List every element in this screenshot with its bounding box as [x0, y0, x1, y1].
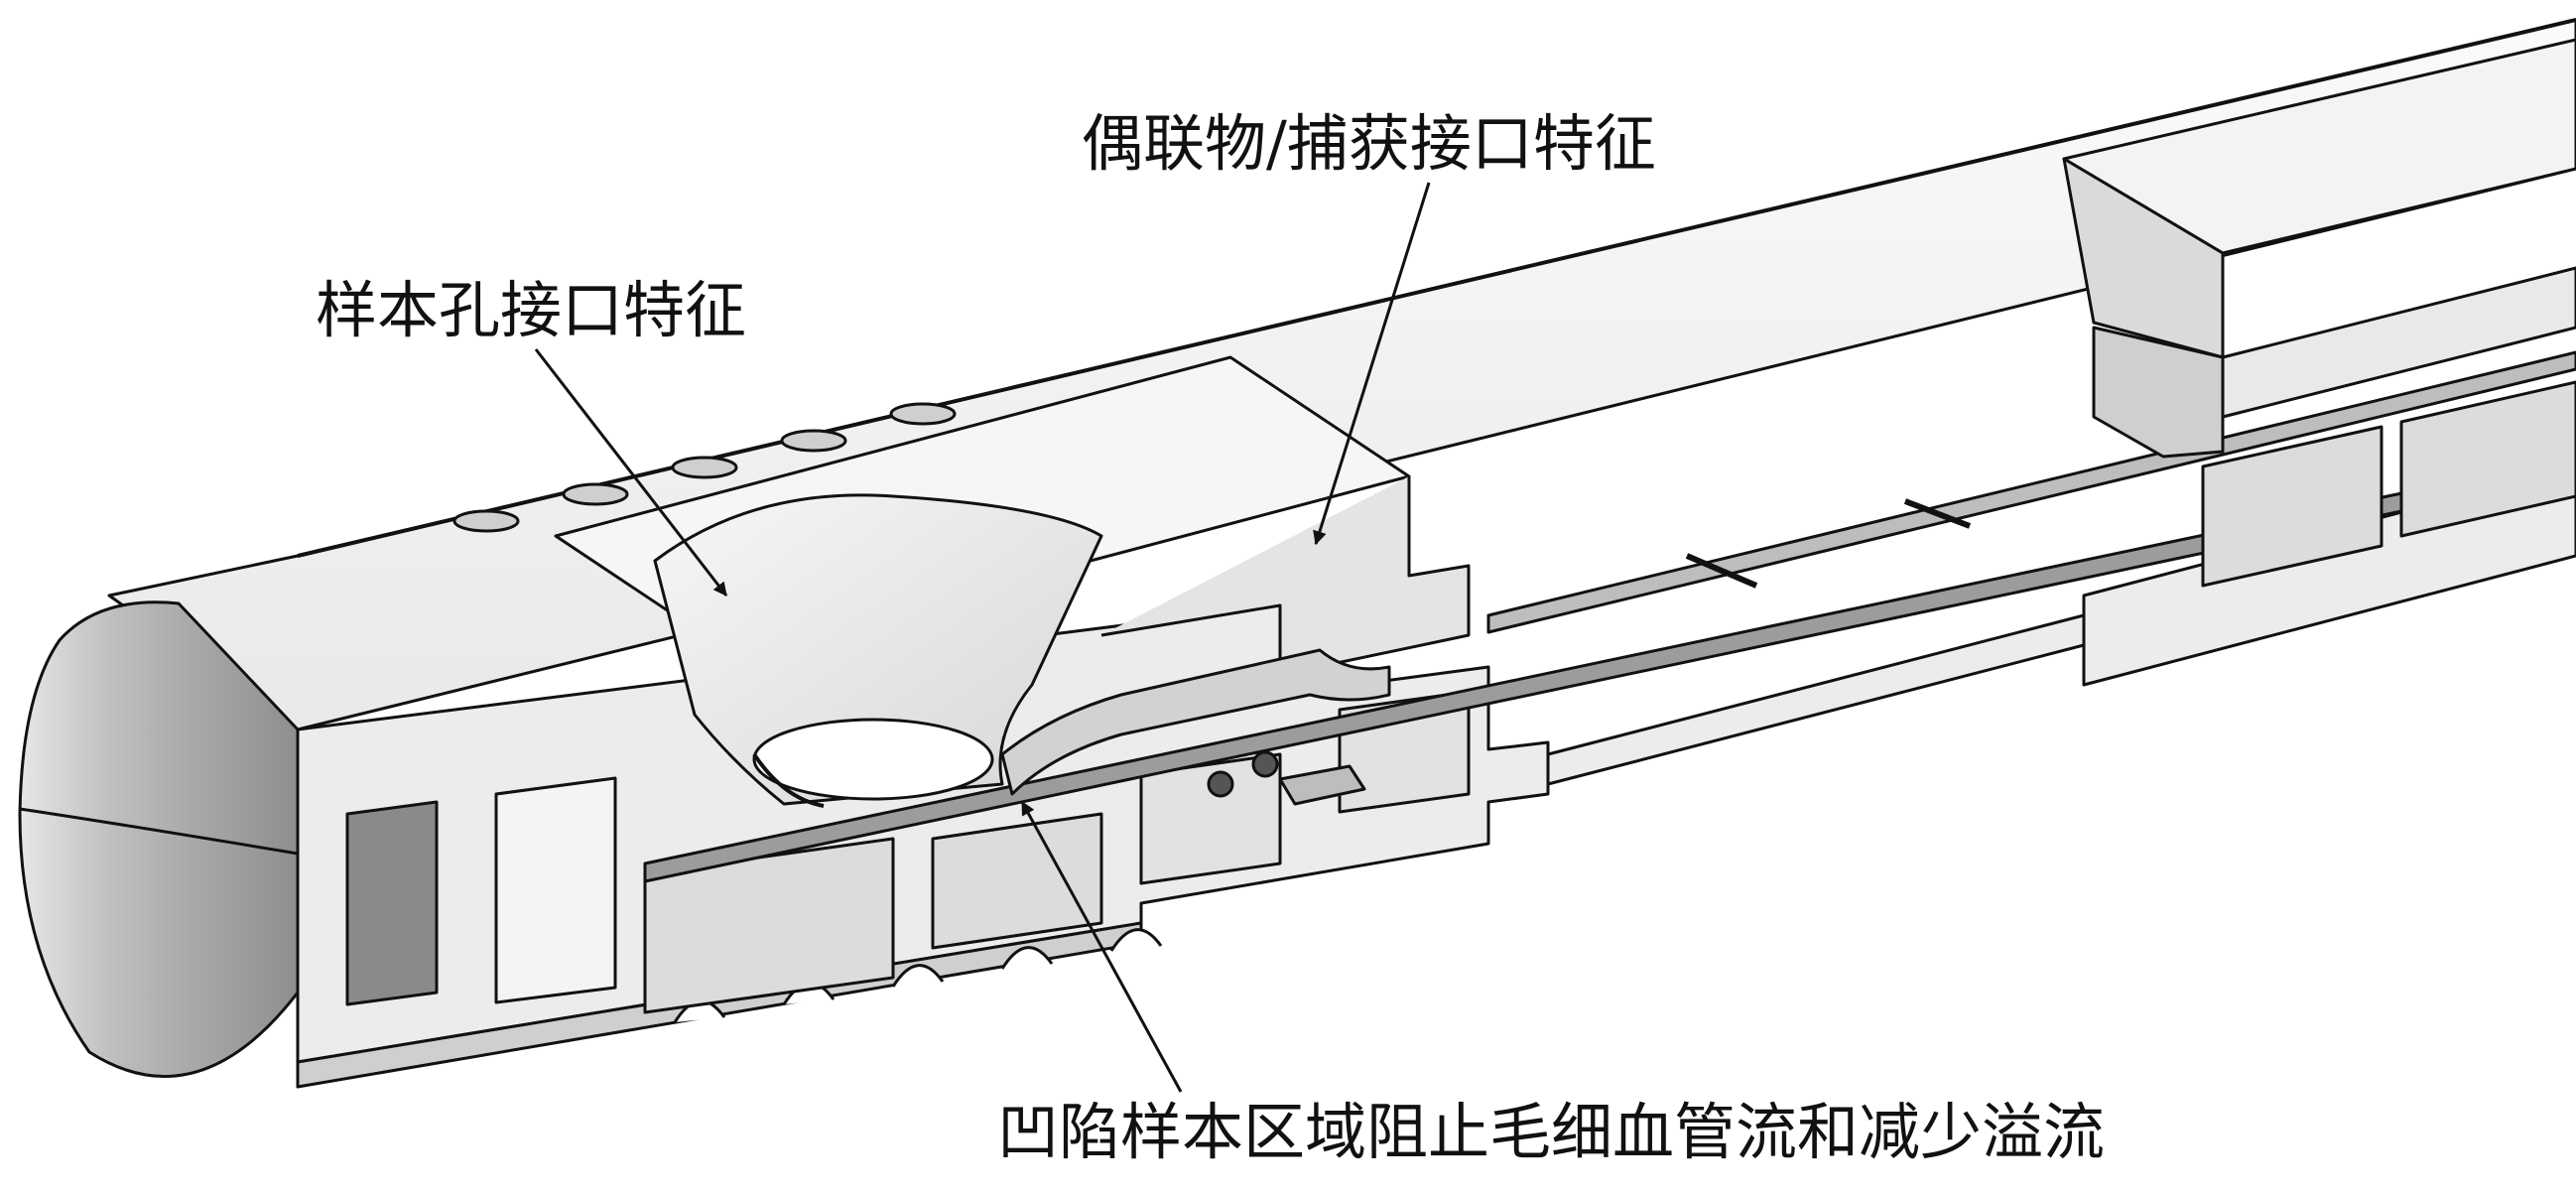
front-end-cap [18, 600, 300, 1078]
right-window-face [2221, 266, 2576, 419]
sample-port-label: 样本孔接口特征 [316, 274, 747, 346]
callout-arrow-conjugate-port [1313, 182, 1431, 546]
housing-block-front [1100, 476, 1471, 677]
top-bump [889, 402, 957, 426]
end-cap-seam [19, 807, 299, 856]
cavity-block-left [494, 776, 617, 1004]
sample-port-lip [752, 752, 825, 808]
scallop [1109, 928, 1163, 952]
sample-port-well [752, 718, 994, 801]
callout-arrow-recessed-area [1020, 800, 1183, 1093]
right-lower-chamber [2201, 425, 2383, 588]
top-bump [452, 509, 520, 533]
right-window-lower [2092, 326, 2225, 459]
top-bump [780, 429, 847, 453]
cavity-left [345, 800, 439, 1006]
recessed-area-label: 凹陷样本区域阻止毛细血管流和减少溢流 [997, 1096, 2106, 1168]
small-component [1251, 750, 1279, 778]
conjugate-channel [1000, 648, 1391, 796]
test-strip-channel [643, 455, 2576, 883]
top-bump [562, 482, 629, 506]
strip-marker [1685, 553, 1758, 589]
callout-arrow-sample-port [534, 348, 728, 597]
small-component [1278, 764, 1366, 806]
top-bump [671, 456, 738, 479]
cavity-chamber-2 [931, 812, 1103, 950]
strip-marker [1903, 498, 1972, 529]
scallop [1000, 946, 1054, 970]
scallop [891, 964, 945, 988]
small-component [1207, 770, 1234, 798]
conjugate-port-label: 偶联物/捕获接口特征 [1082, 107, 1656, 180]
cavity-chamber-3 [1139, 752, 1282, 885]
cavity-chamber-1 [643, 837, 895, 1014]
sample-port-funnel [653, 493, 1103, 806]
right-lower-chamber [2399, 380, 2576, 538]
